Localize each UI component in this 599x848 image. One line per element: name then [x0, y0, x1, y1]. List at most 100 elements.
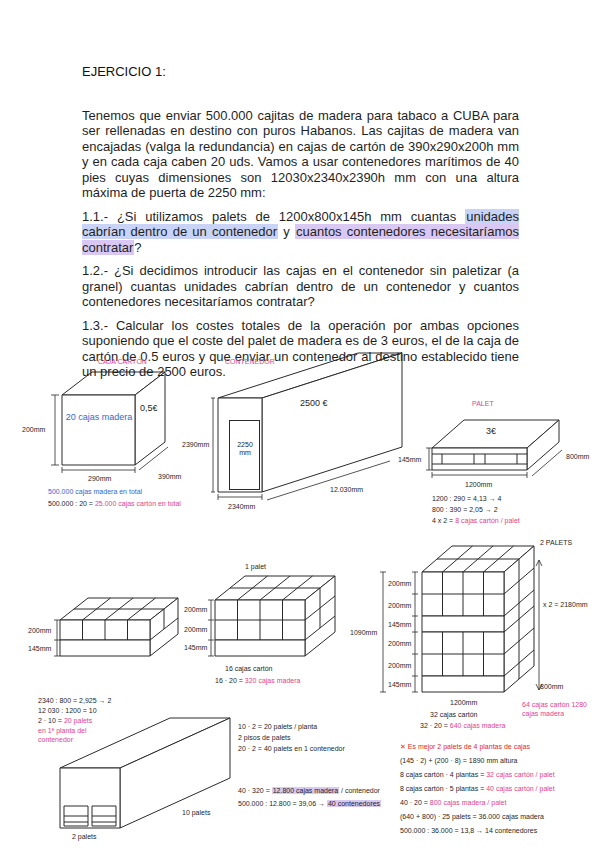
annotation-text: 200mm	[388, 662, 411, 669]
annotation-line: 64 cajas cartón 1280 cajas madera	[522, 700, 592, 718]
annotation-text: 1090mm	[350, 629, 377, 636]
annotation-line: 200mm	[184, 625, 207, 634]
annotation-line: 2 PALETS	[540, 538, 572, 547]
annotation-line: 20 · 2 = 40 palets en 1 contenedor	[238, 744, 345, 753]
annotation-line: (145 · 2) + (200 · 8) = 1890 mm altura	[400, 756, 518, 765]
node-heading: PALET	[472, 400, 494, 408]
annotation-text: 25.000 cajas cartón en total	[95, 500, 181, 507]
annotation-line: x 2 = 2180mm	[543, 600, 588, 609]
annotation-text: 500.000 cajas madera en total	[48, 488, 142, 495]
annotation-line: 2390mm	[182, 440, 209, 449]
loaded-pallet-drawing	[215, 576, 335, 656]
loaded-container-drawing	[60, 718, 230, 828]
annotation-line: 500.000 cajas madera en total	[48, 487, 142, 496]
node-text: 2500 €	[300, 398, 328, 408]
annotation-line: 10 palets	[182, 808, 210, 817]
annotation-text: 1.3.- Calcular los costes totales de la …	[82, 318, 519, 380]
container: CONTENEDOR 2500 € 2250 mm	[215, 350, 405, 495]
annotation-line: 16 · 20 = 320 cajas madera	[215, 676, 300, 685]
exercise-paragraph: 1.1.- ¿Si utilizamos palets de 1200x800x…	[82, 209, 519, 256]
annotation-line: 2 pisos de palets	[238, 733, 291, 742]
annotation-text: 320 cajas madera	[245, 677, 301, 684]
single-layer-pallet-drawing	[74, 598, 178, 640]
node-heading: CAJA CARTÓN	[98, 358, 147, 366]
node-heading: CONTENEDOR	[225, 358, 275, 366]
annotation-line: 8 cajas cartón · 4 plantas = 32 cajas ca…	[400, 770, 555, 779]
annotation-line: 1200mm	[465, 480, 492, 489]
annotation-text: 32 cajas cartón / palet	[486, 771, 555, 778]
annotation-text: 2 PALETS	[540, 539, 572, 546]
dimension-line	[432, 472, 527, 478]
annotation-text: 10 palets	[182, 809, 210, 816]
annotation-text: 2 pisos de palets	[238, 734, 291, 741]
container-drawing	[218, 398, 262, 492]
pallet-drawing	[432, 448, 527, 470]
annotation-line: 145mm	[388, 680, 411, 689]
annotation-line: 12 030 : 1200 = 10	[38, 706, 97, 715]
annotation-text: 290mm	[88, 475, 111, 482]
annotation-text: (640 + 800) · 25 palets = 36.000 cajas m…	[400, 813, 544, 820]
annotation-line: 290mm	[88, 474, 111, 483]
dimension-line	[532, 450, 562, 476]
annotation-text: 16 cajas cartón	[225, 665, 272, 672]
annotation-line: 390mm	[158, 472, 181, 481]
annotation-line: 200mm	[388, 639, 411, 648]
annotation-line: 2 · 10 = 20 palets	[38, 716, 92, 725]
annotation-line: (640 + 800) · 25 palets = 36.000 cajas m…	[400, 812, 544, 821]
annotation-text: 500.000 : 12.800 = 39,06 →	[238, 800, 325, 807]
annotation-text: 1200 : 290 = 4,13 → 4	[432, 495, 501, 502]
annotation-text: ?	[134, 240, 141, 255]
stacked-pallets-drawing	[422, 546, 534, 692]
annotation-text: 800mm	[566, 453, 589, 460]
loaded-container-drawing	[64, 806, 116, 826]
container-door: 2250 mm	[229, 420, 260, 490]
annotation-line: 2 palets	[72, 832, 97, 841]
annotation-line: 145mm	[388, 620, 411, 629]
dimension-line	[412, 572, 418, 692]
dimension-line	[51, 395, 562, 692]
annotation-line: 200mm	[388, 579, 411, 588]
dimension-line	[139, 447, 168, 470]
annotation-text: 40 · 20 =	[400, 799, 428, 806]
annotation-text: 10 · 2 = 20 palets / planta	[238, 723, 317, 730]
annotation-text: 40 contenedores	[327, 800, 381, 807]
annotation-text: 200mm	[184, 626, 207, 633]
carton-box-drawing	[62, 395, 135, 465]
annotation-line: 4 x 2 = 8 cajas cartón / palet	[432, 516, 520, 525]
annotation-line: 800mm	[540, 682, 563, 691]
dimension-line	[62, 467, 135, 473]
annotation-line: 200mm	[28, 626, 51, 635]
annotation-text: 500.000 : 20 =	[48, 500, 93, 507]
dimension-line	[536, 560, 542, 690]
annotation-text: 20 palets	[64, 717, 92, 724]
annotation-text: 40 cajas cartón / palet	[486, 785, 555, 792]
annotation-text: 32 · 20 =	[420, 722, 448, 729]
annotation-text: 145mm	[388, 621, 411, 628]
node-text: 3€	[486, 426, 496, 436]
annotation-line: 2340mm	[228, 502, 255, 511]
stacked-pallets-drawing	[422, 546, 534, 679]
annotation-text: 64 cajas cartón 1280 cajas madera	[522, 701, 587, 717]
dimension-line	[218, 494, 262, 500]
carton-box-drawing	[135, 372, 165, 465]
annotation-line: 1090mm	[350, 628, 377, 637]
loaded-pallet-drawing	[215, 576, 335, 640]
annotation-text: y	[283, 224, 290, 239]
loaded-container-drawing	[120, 718, 230, 828]
annotation-line: 40 · 20 = 800 cajas madera / palet	[400, 798, 506, 807]
container-drawing	[262, 353, 402, 492]
dimension-line	[54, 620, 60, 656]
annotation-text: 12.800 cajas madera	[272, 787, 339, 794]
annotation-line: 200mm	[388, 601, 411, 610]
annotation-text: 390mm	[158, 473, 181, 480]
annotation-text: 8 cajas cartón / palet	[455, 517, 520, 524]
annotation-text: 200mm	[28, 627, 51, 634]
annotation-line: 32 cajas cartón	[430, 710, 477, 719]
exercise-paragraph: 1.2.- ¿Si decidimos introducir las cajas…	[82, 263, 519, 310]
annotation-text: / contenedor	[341, 787, 380, 794]
dimension-line	[51, 395, 59, 465]
annotation-text: 16 · 20 =	[215, 677, 243, 684]
node-text: 0,5€	[140, 403, 158, 413]
single-layer-pallet-drawing	[60, 598, 178, 656]
